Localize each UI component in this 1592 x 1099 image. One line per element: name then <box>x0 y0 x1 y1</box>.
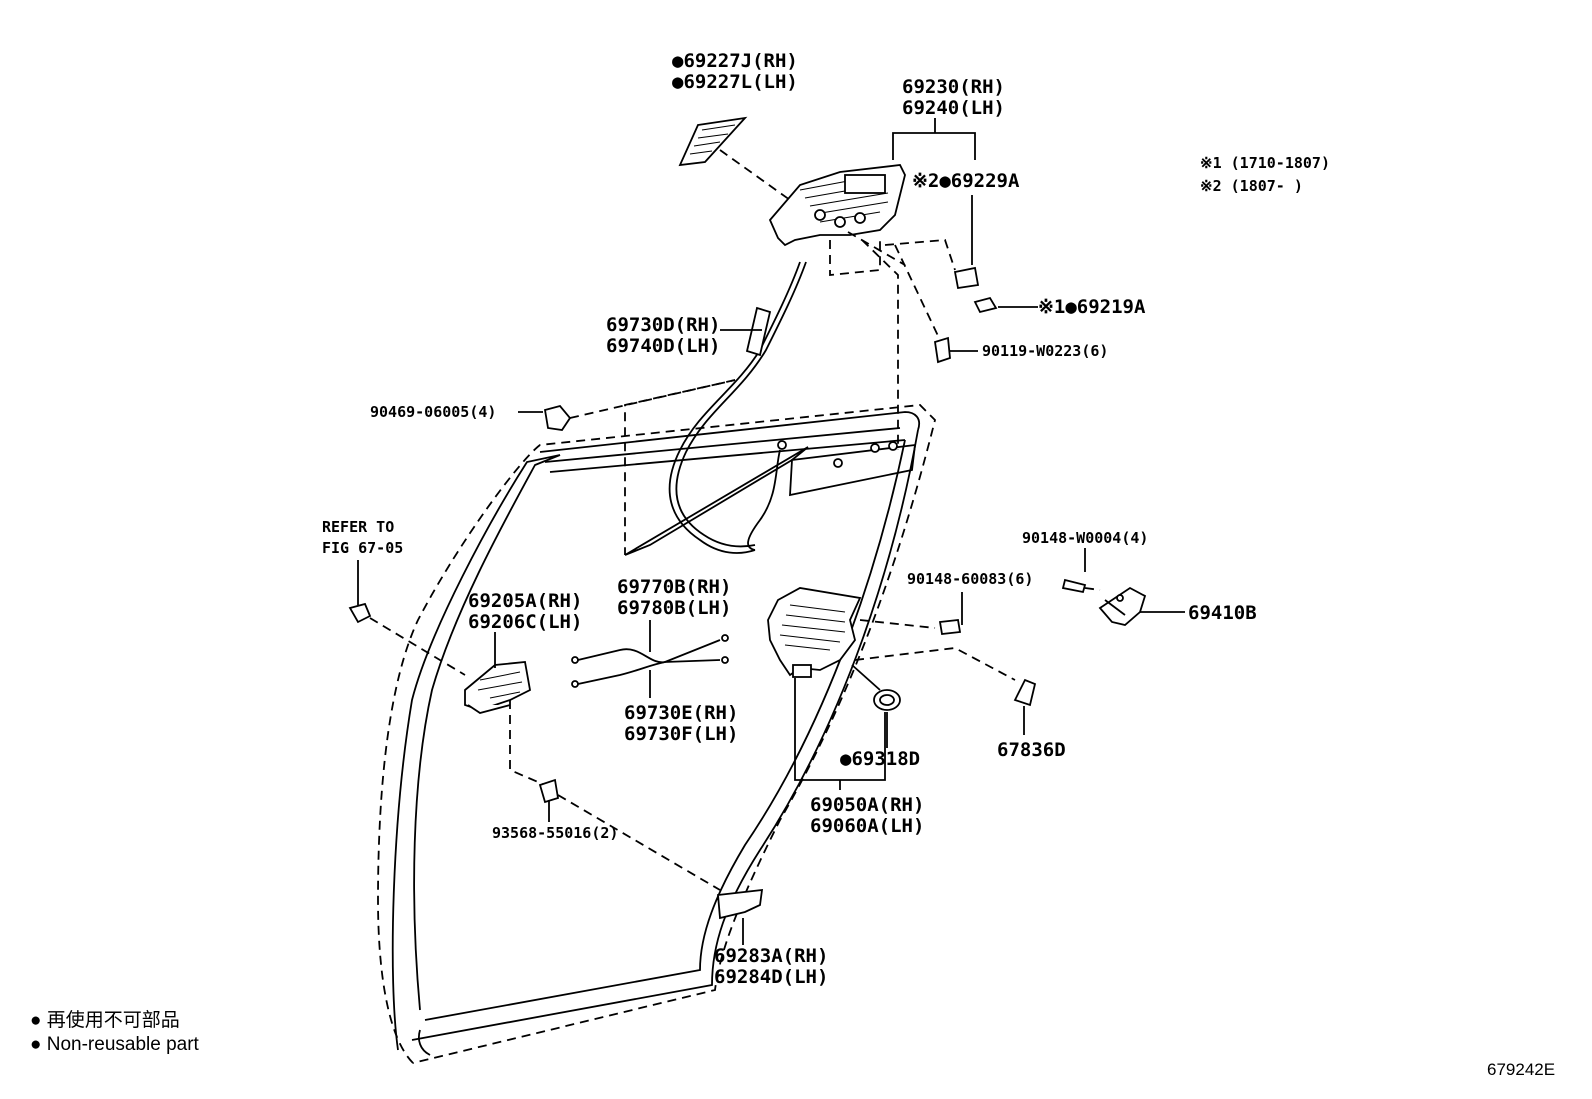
legend-en: ● Non-reusable part <box>30 1034 200 1055</box>
callout-90148-60083: 90148-60083(6) <box>907 570 1033 588</box>
note-1: ※1 (1710-1807) <box>1200 154 1330 172</box>
callout-90119: 90119-W0223(6) <box>982 342 1108 360</box>
clip-69219a <box>973 296 1038 314</box>
callout-69770-lh: 69780B(LH) <box>617 597 731 619</box>
callout-69730d-rh: 69730D(RH) <box>606 314 720 336</box>
inner-protector-69227 <box>678 116 791 201</box>
callout-69230-lh: 69240(LH) <box>902 97 1005 119</box>
callout-69730d-lh: 69740D(LH) <box>606 335 720 357</box>
inside-handle-69205 <box>464 632 546 786</box>
callout-69230-rh: 69230(RH) <box>902 76 1005 98</box>
callout-69730e-lh: 69730F(LH) <box>624 723 738 745</box>
door-lock-69050a <box>767 587 1016 790</box>
clip-69229a <box>953 195 980 290</box>
callout-69318d: ●69318D <box>840 748 920 770</box>
callout-69205-rh: 69205A(RH) <box>468 590 582 612</box>
callout-69227-rh: ●69227J(RH) <box>672 50 798 72</box>
seal-67836d <box>1013 678 1037 735</box>
callout-69050a-rh: 69050A(RH) <box>810 794 924 816</box>
door-lock-assembly <box>768 164 906 247</box>
callout-69227-lh: ●69227L(LH) <box>672 71 798 93</box>
callout-69050a-lh: 69060A(LH) <box>810 815 924 837</box>
seal-69318d <box>873 689 901 748</box>
screw-93568 <box>538 778 721 891</box>
striker-69410b <box>1098 586 1185 626</box>
note-2: ※2 (1807- ) <box>1200 177 1303 195</box>
screw-90119 <box>894 244 978 364</box>
refer-to-label: REFER TO <box>322 518 394 536</box>
callout-69283a-rh: 69283A(RH) <box>714 945 828 967</box>
callout-90148-w0004: 90148-W0004(4) <box>1022 529 1148 547</box>
protector-69283a <box>717 888 764 945</box>
grommet-ref <box>348 560 466 676</box>
legend-jp: ● 再使用不可部品 <box>30 1009 180 1031</box>
callout-93568: 93568-55016(2) <box>492 824 618 842</box>
clip-90469 <box>518 379 736 431</box>
callout-69205-lh: 69206C(LH) <box>468 611 582 633</box>
callout-69229a: ※2●69229A <box>912 170 1020 192</box>
cable-69730d <box>668 261 807 554</box>
cable-69770b-69730e <box>571 620 729 698</box>
refer-fig-label: FIG 67-05 <box>322 539 403 557</box>
callout-69283a-lh: 69284D(LH) <box>714 966 828 988</box>
callout-69730e-rh: 69730E(RH) <box>624 702 738 724</box>
screw-90148-w0004 <box>1061 548 1101 594</box>
screw-90148-60083 <box>938 592 963 635</box>
callout-90469: 90469-06005(4) <box>370 403 496 421</box>
figure-code: 679242E <box>1487 1060 1555 1079</box>
callout-67836d: 67836D <box>997 739 1066 761</box>
callout-69219a: ※1●69219A <box>1038 296 1146 318</box>
door-panel-outline <box>377 404 936 1064</box>
callout-69770-rh: 69770B(RH) <box>617 576 731 598</box>
callout-69410b: 69410B <box>1188 602 1257 624</box>
